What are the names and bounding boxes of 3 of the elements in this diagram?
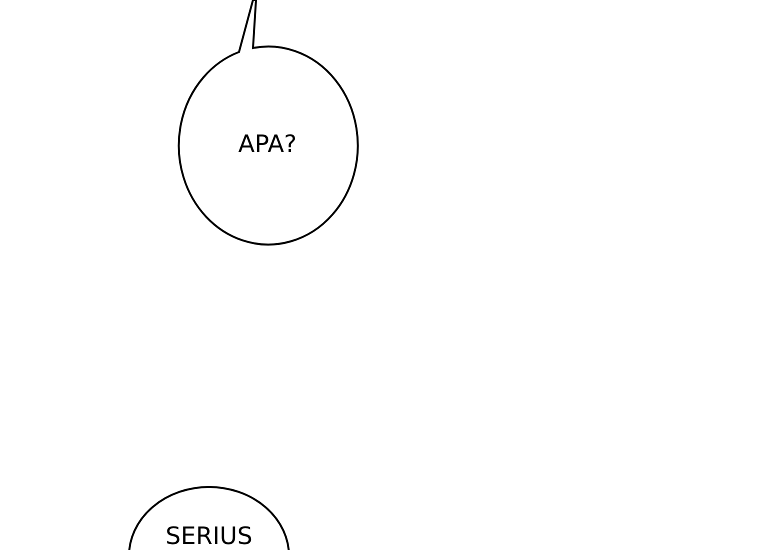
speech-text: SERIUS bbox=[166, 522, 252, 550]
speech-bubble bbox=[177, 0, 358, 246]
speech-text: APA? bbox=[238, 130, 297, 158]
